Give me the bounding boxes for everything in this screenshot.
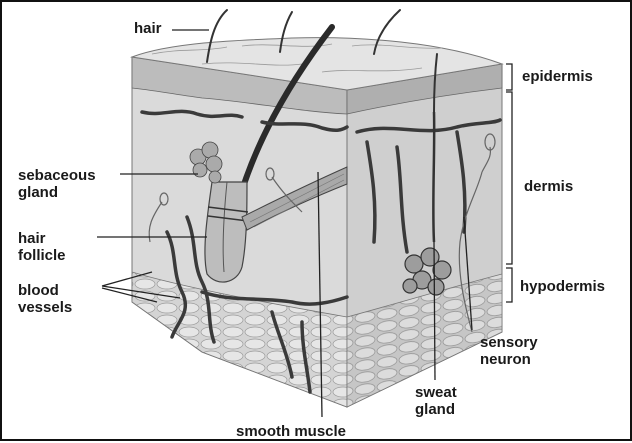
label-sweat-gland: sweat gland [415, 384, 457, 418]
label-hypodermis: hypodermis [520, 278, 605, 295]
label-hair: hair [134, 20, 162, 37]
label-sebaceous-line2: gland [18, 184, 96, 201]
label-neuron-line2: neuron [480, 351, 538, 368]
label-sweat-line1: sweat [415, 384, 457, 401]
label-blood-vessels: blood vessels [18, 282, 72, 316]
label-sebaceous-line1: sebaceous [18, 167, 96, 184]
label-neuron-line1: sensory [480, 334, 538, 351]
right-face [347, 64, 502, 407]
label-sensory-neuron: sensory neuron [480, 334, 538, 368]
label-vessels-line2: vessels [18, 299, 72, 316]
label-dermis: dermis [524, 178, 573, 195]
label-sebaceous-gland: sebaceous gland [18, 167, 96, 201]
label-follicle-line1: hair [18, 230, 66, 247]
hair-follicle-drawing [205, 182, 248, 282]
label-epidermis: epidermis [522, 68, 593, 85]
label-sweat-line2: gland [415, 401, 457, 418]
label-follicle-line2: follicle [18, 247, 66, 264]
label-hair-follicle: hair follicle [18, 230, 66, 264]
label-smooth-muscle: smooth muscle [236, 423, 346, 440]
label-vessels-line1: blood [18, 282, 72, 299]
